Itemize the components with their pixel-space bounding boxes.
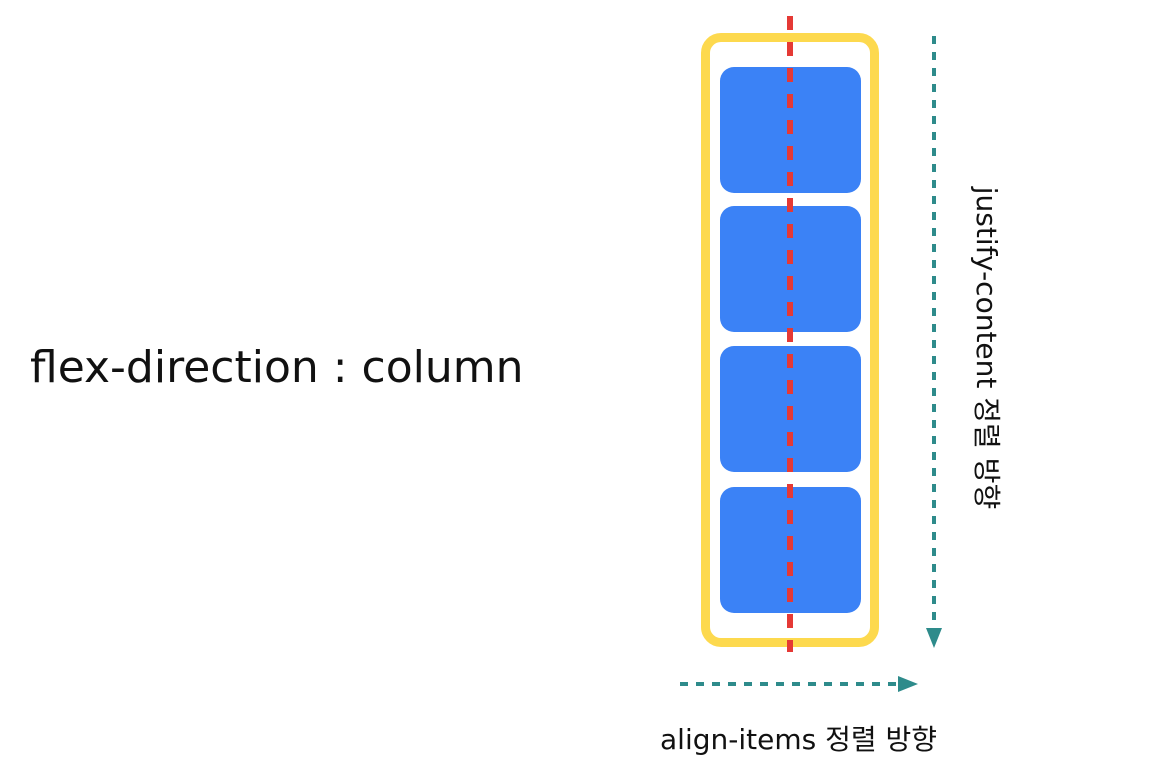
flex-item-3 xyxy=(720,346,861,472)
justify-content-direction-label: justify-content 정렬 방향 xyxy=(970,186,1003,510)
cross-axis-arrow-head xyxy=(898,676,918,692)
flex-item-4 xyxy=(720,487,861,613)
flex-item-2 xyxy=(720,206,861,332)
main-axis-arrow-head xyxy=(926,628,942,648)
align-items-direction-label: align-items 정렬 방향 xyxy=(660,723,938,756)
flex-item-1 xyxy=(720,67,861,193)
flex-direction-title: flex-direction : column xyxy=(30,342,524,393)
